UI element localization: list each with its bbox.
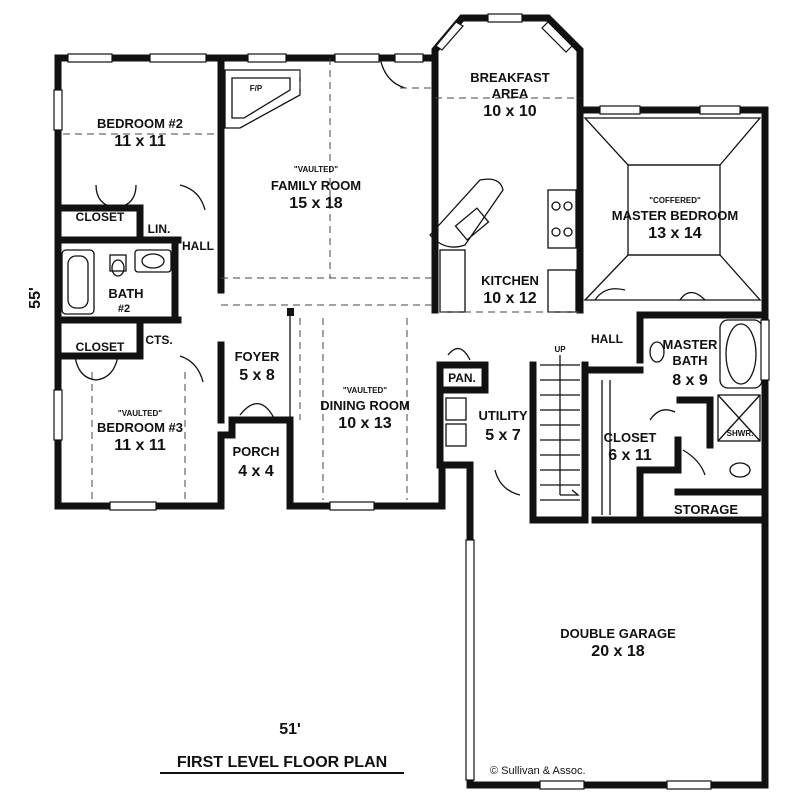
closet3-size: 6 x 11 (608, 447, 652, 464)
bedroom2-size: 11 x 11 (114, 133, 166, 150)
storage-label: STORAGE (674, 502, 738, 517)
bedroom2-name: BEDROOM #2 (97, 116, 183, 131)
breakfast-name2: AREA (492, 86, 529, 101)
utility-size: 5 x 7 (485, 427, 521, 444)
bedroom3-size: 11 x 11 (114, 437, 166, 454)
hall-right-label: HALL (591, 332, 623, 346)
annotations: 51' 55' FIRST LEVEL FLOOR PLAN © Sulliva… (27, 287, 586, 777)
closet3-name: CLOSET (604, 430, 657, 445)
hall-left-label: HALL (182, 239, 214, 253)
width-dimension: 51' (279, 721, 301, 738)
fixtures (61, 57, 763, 515)
cts-label: CTS. (145, 333, 172, 347)
family-note: "VAULTED" (294, 165, 338, 174)
fireplace-label: F/P (250, 84, 263, 93)
copyright: © Sullivan & Assoc. (490, 765, 586, 777)
breakfast-size: 10 x 10 (483, 103, 536, 120)
foyer-size: 5 x 8 (239, 367, 275, 384)
windows (53, 13, 770, 790)
closet2-label: CLOSET (76, 340, 125, 354)
kitchen-name: KITCHEN (481, 273, 539, 288)
closet1-label: CLOSET (76, 210, 125, 224)
shwr-label: SHWR. (727, 429, 754, 438)
dining-name: DINING ROOM (320, 398, 410, 413)
family-size: 15 x 18 (289, 195, 342, 212)
room-labels: BEDROOM #2 11 x 11 F/P "VAULTED" FAMILY … (76, 70, 754, 660)
pan-label: PAN. (448, 371, 476, 385)
breakfast-name1: BREAKFAST (470, 70, 550, 85)
foyer-name: FOYER (235, 349, 280, 364)
bedroom3-note: "VAULTED" (118, 409, 162, 418)
garage-name: DOUBLE GARAGE (560, 626, 676, 641)
porch-name: PORCH (233, 444, 280, 459)
plan-title: FIRST LEVEL FLOOR PLAN (177, 754, 387, 771)
master-bath-name1: MASTER (663, 337, 719, 352)
garage-size: 20 x 18 (591, 643, 644, 660)
utility-name: UTILITY (478, 408, 527, 423)
master-bed-name: MASTER BEDROOM (612, 208, 738, 223)
dining-size: 10 x 13 (338, 415, 391, 432)
master-bed-note: "COFFERED" (649, 196, 701, 205)
bedroom3-name: BEDROOM #3 (97, 420, 183, 435)
lin-label: LIN. (148, 222, 171, 236)
master-bath-name2: BATH (672, 353, 707, 368)
master-bath-size: 8 x 9 (672, 372, 708, 389)
porch-size: 4 x 4 (238, 463, 274, 480)
depth-dimension: 55' (27, 287, 44, 309)
dashed-lines (63, 58, 580, 500)
dining-note: "VAULTED" (343, 386, 387, 395)
stair-up-label: UP (554, 345, 566, 354)
bath2-num: #2 (118, 303, 130, 315)
family-name: FAMILY ROOM (271, 178, 361, 193)
kitchen-size: 10 x 12 (483, 290, 536, 307)
bath2-name: BATH (108, 286, 143, 301)
master-bed-size: 13 x 14 (648, 225, 701, 242)
